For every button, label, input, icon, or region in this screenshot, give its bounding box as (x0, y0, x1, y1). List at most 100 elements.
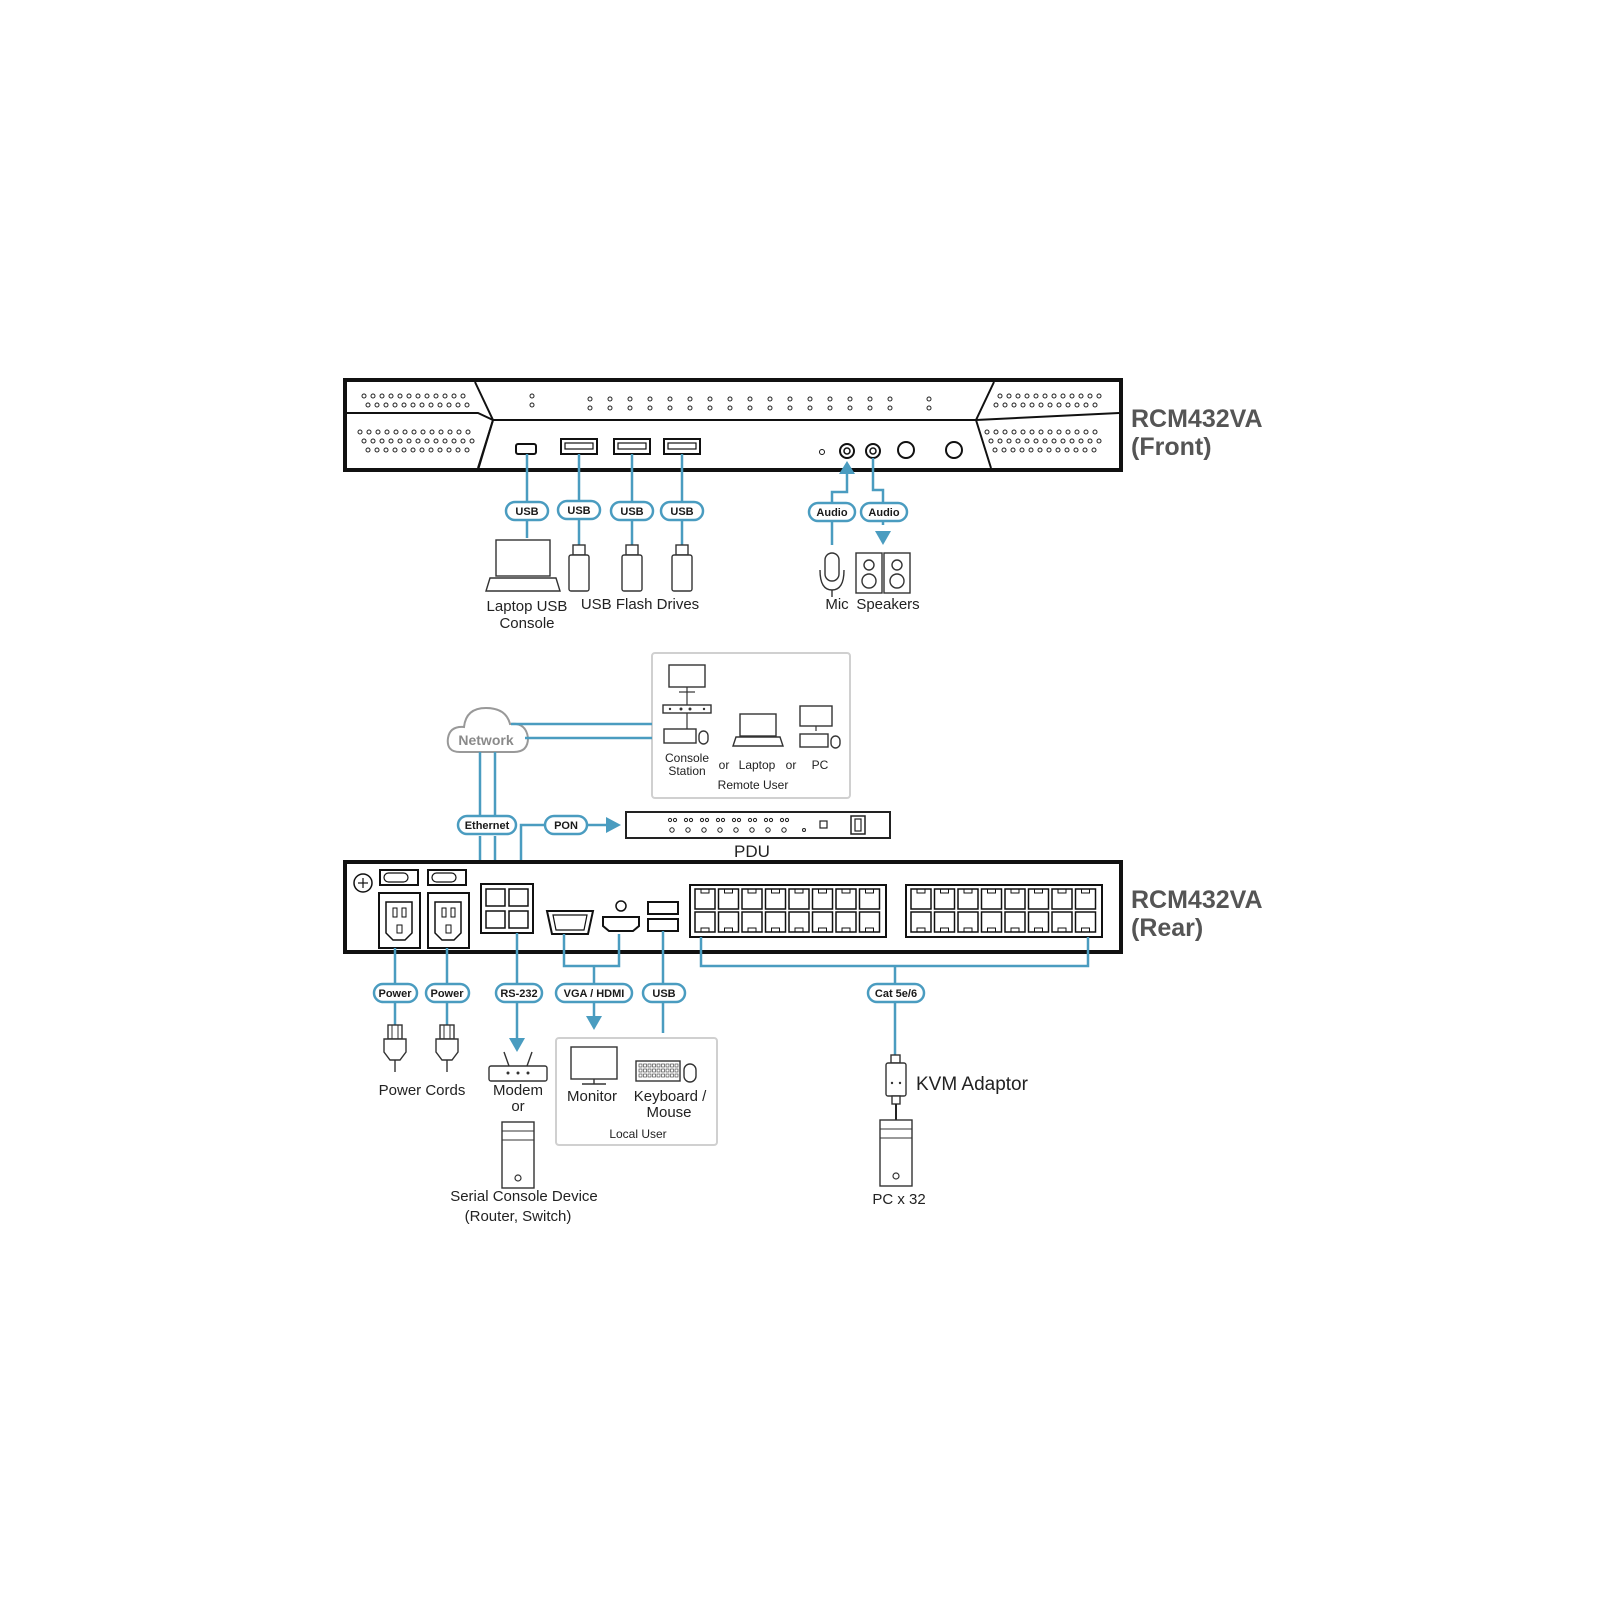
audio-pill-1: Audio (807, 501, 857, 523)
power-pill-label-2: Power (430, 988, 464, 1000)
kvm-port-bank-2 (905, 884, 1103, 938)
rear-panel (343, 860, 1123, 954)
arrow-up-icon (839, 461, 855, 474)
pc-x32-label: PC x 32 (872, 1191, 925, 1208)
usb-pill-2: USB (556, 499, 602, 521)
network-wires (478, 722, 652, 815)
speakers-icon (855, 552, 911, 594)
microphone-icon (819, 552, 845, 597)
kvm-port-bank-1 (689, 884, 887, 938)
usb-flash-drives-label: USB Flash Drives (581, 596, 699, 613)
network-label: Network (458, 732, 513, 748)
usb-pill-4: USB (659, 500, 705, 522)
rs232-pill-label: RS-232 (500, 988, 537, 1000)
kvm-adaptor-label: KVM Adaptor (916, 1074, 1029, 1095)
kvm-adaptor-icon (885, 1054, 907, 1120)
power-pill-label-1: Power (378, 988, 412, 1000)
power-plug-icon (435, 1024, 459, 1072)
pon-pill-label: PON (554, 820, 578, 832)
power-cords-label: Power Cords (379, 1082, 466, 1099)
serial-console-device-label: Serial Console Device (450, 1188, 598, 1205)
laptop-usb-console-label: Laptop USB (487, 598, 568, 615)
pon-pill: PON (543, 814, 589, 836)
ethernet-pill: Ethernet (456, 814, 518, 836)
usb-pill-label-4: USB (670, 506, 693, 518)
front-panel (343, 378, 1123, 472)
ethernet-pill-label: Ethernet (465, 820, 510, 832)
arrow-right-icon (606, 817, 621, 833)
usb-port-2 (613, 438, 651, 455)
monitor-icon (570, 1046, 618, 1085)
pdu-unit (625, 811, 891, 839)
rear-title: RCM432VA (1131, 886, 1263, 914)
remote-pc-icon (799, 705, 841, 749)
vga-hdmi-pill-label: VGA / HDMI (564, 988, 625, 1000)
audio-pill-label-2: Audio (868, 507, 899, 519)
cat-pill: Cat 5e/6 (866, 982, 926, 1004)
front-title: RCM432VA (1131, 405, 1263, 433)
mic-label: Mic (825, 596, 849, 613)
or-label-1: or (719, 758, 730, 772)
modem-icon (488, 1051, 548, 1082)
vga-hdmi-pill: VGA / HDMI (554, 982, 634, 1004)
keyboard-mouse-label-2: Mouse (646, 1104, 691, 1121)
usb-pill-1: USB (504, 500, 550, 522)
console-station-icon (662, 664, 712, 745)
rear-usb-pill-label: USB (652, 988, 675, 1000)
remote-laptop-icon (732, 713, 784, 747)
usb-flash-drive-icon (671, 544, 693, 592)
arrow-down-icon (875, 531, 891, 545)
serial-console-device-label-2: (Router, Switch) (465, 1208, 572, 1225)
remote-user-label: Remote User (718, 778, 789, 792)
monitor-label: Monitor (567, 1088, 617, 1105)
speakers-label: Speakers (856, 596, 919, 613)
ventilation-holes (357, 393, 1102, 453)
power-pill-2: Power (424, 982, 471, 1004)
remote-laptop-label: Laptop (739, 758, 776, 772)
power-plug-icon (383, 1024, 407, 1072)
front-button-1 (897, 441, 915, 459)
rear-usb-port-1 (647, 901, 679, 915)
rear-usb-pill: USB (641, 982, 687, 1004)
usb-pill-label-2: USB (567, 505, 590, 517)
serial-device-icon (501, 1121, 535, 1189)
arrow-down-icon (586, 1016, 602, 1030)
front-subtitle: (Front) (1131, 433, 1212, 461)
power-switch-2 (427, 869, 467, 886)
keyboard-mouse-label: Keyboard / (634, 1088, 707, 1105)
front-button-2 (945, 441, 963, 459)
or-label-2: or (786, 758, 797, 772)
speaker-jack (865, 443, 881, 459)
cat-pill-label: Cat 5e/6 (875, 988, 917, 1000)
arrow-down-icon (509, 1038, 525, 1052)
pdu-outlets (667, 817, 806, 833)
pc-tower-icon (879, 1119, 913, 1187)
laptop-icon (485, 539, 561, 592)
micro-usb-port (515, 443, 537, 455)
modem-label: Modem (493, 1082, 543, 1099)
laptop-usb-console-label-2: Console (499, 615, 554, 632)
hdmi-port (602, 916, 640, 932)
rear-usb-port-2 (647, 918, 679, 932)
or-label: or (511, 1098, 524, 1115)
mic-jack (839, 443, 855, 459)
rs232-pill: RS-232 (494, 982, 544, 1004)
console-station-label: Console (665, 751, 709, 765)
usb-pill-label-1: USB (515, 506, 538, 518)
audio-pill-label-1: Audio (816, 507, 847, 519)
front-wires (525, 454, 891, 545)
usb-port-3 (663, 438, 701, 455)
lan-ports (480, 883, 534, 934)
local-user-label: Local User (609, 1127, 666, 1141)
remote-pc-label: PC (812, 758, 829, 772)
usb-flash-drive-icon (568, 544, 590, 592)
usb-pill-3: USB (609, 500, 655, 522)
usb-flash-drive-icon (621, 544, 643, 592)
usb-port-1 (560, 438, 598, 455)
rear-subtitle: (Rear) (1131, 914, 1203, 942)
audio-pill-2: Audio (859, 501, 909, 523)
vga-port (545, 910, 595, 935)
power-switch-1 (379, 869, 419, 886)
power-pill-1: Power (372, 982, 419, 1004)
